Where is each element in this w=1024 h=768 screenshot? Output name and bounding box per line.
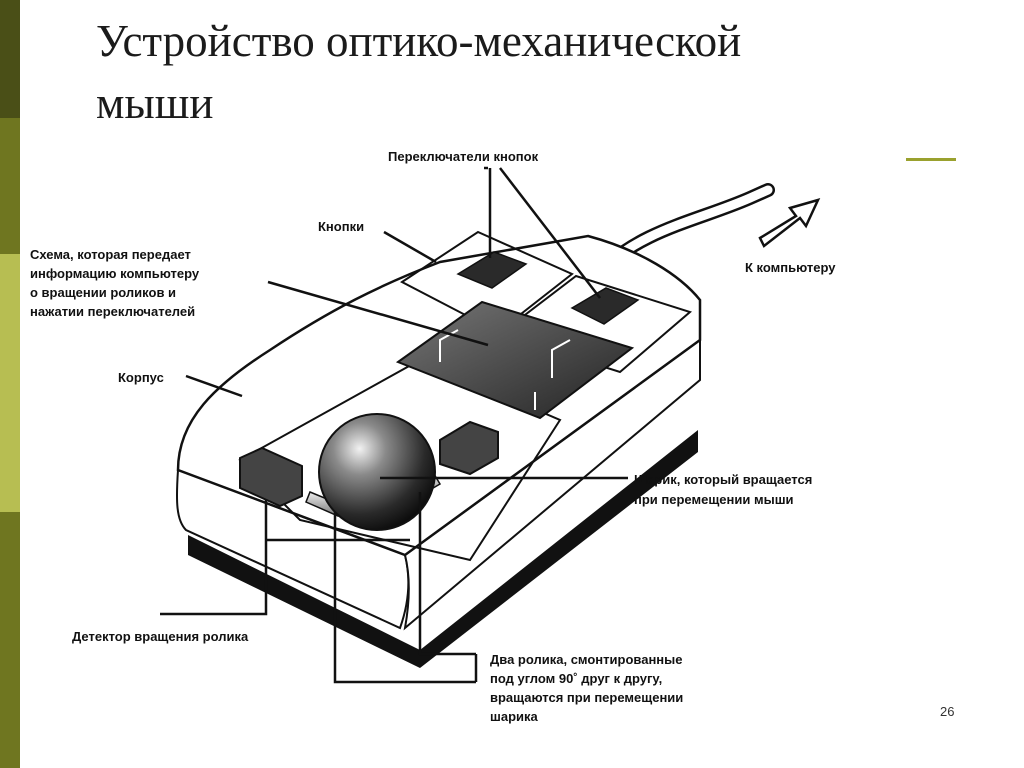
label-detector: Детектор вращения ролика bbox=[72, 629, 249, 644]
label-circuit-4: нажатии переключателей bbox=[30, 304, 195, 319]
right-detector bbox=[439, 420, 499, 476]
side-bar-middle bbox=[0, 254, 20, 512]
label-switches: Переключатели кнопок bbox=[388, 149, 539, 164]
side-bar-bottom bbox=[0, 512, 20, 768]
title-accent-line bbox=[906, 158, 956, 161]
side-bar-top bbox=[0, 0, 20, 118]
mouse-top-face bbox=[176, 234, 702, 557]
label-to-computer: К компьютеру bbox=[745, 260, 836, 275]
leader-lines bbox=[160, 166, 628, 684]
label-circuit-1: Схема, которая передает bbox=[30, 247, 191, 262]
label-rollers-3: вращаются при перемещении bbox=[490, 690, 683, 705]
label-rollers-2: под углом 90˚ друг к другу, bbox=[490, 671, 662, 686]
leader-rollers-left bbox=[333, 512, 476, 684]
label-ball-1: Шарик, который вращается bbox=[634, 472, 812, 487]
circuit-wire-1 bbox=[439, 329, 459, 362]
leader-buttons bbox=[383, 230, 437, 264]
label-circuit-3: о вращении роликов и bbox=[30, 285, 176, 300]
slide-title-line-1: Устройство оптико-механической bbox=[96, 16, 742, 66]
label-buttons: Кнопки bbox=[318, 219, 364, 234]
leader-switches-2 bbox=[499, 167, 601, 299]
mouse-diagram-svg: Переключатели кнопок Кнопки Схема, котор… bbox=[30, 149, 836, 724]
mouse-diagram: Переключатели кнопок Кнопки Схема, котор… bbox=[20, 118, 906, 740]
mouse-front-face bbox=[403, 338, 701, 631]
to-computer-arrow bbox=[758, 198, 821, 248]
page-number: 26 bbox=[940, 704, 955, 719]
leader-case bbox=[185, 374, 243, 398]
left-detector bbox=[239, 446, 303, 508]
label-case: Корпус bbox=[118, 370, 164, 385]
label-ball-2: при перемещении мыши bbox=[634, 492, 794, 507]
leader-rollers-right bbox=[418, 492, 476, 656]
mouse-shadow bbox=[188, 430, 698, 668]
circuit-wire-2 bbox=[551, 339, 571, 378]
mouse-ball bbox=[318, 413, 436, 531]
leader-detector bbox=[160, 500, 268, 616]
right-switch bbox=[570, 287, 640, 325]
side-bar-upper bbox=[0, 118, 20, 254]
label-rollers-1: Два ролика, смонтированные bbox=[490, 652, 683, 667]
left-switch bbox=[456, 251, 528, 289]
mouse-cavity bbox=[238, 358, 562, 562]
leader-circuit bbox=[267, 280, 489, 347]
label-circuit-2: информацию компьютеру bbox=[30, 266, 200, 281]
label-rollers-4: шарика bbox=[490, 709, 539, 724]
slide-title: Устройство оптико-механической мыши bbox=[96, 10, 976, 134]
